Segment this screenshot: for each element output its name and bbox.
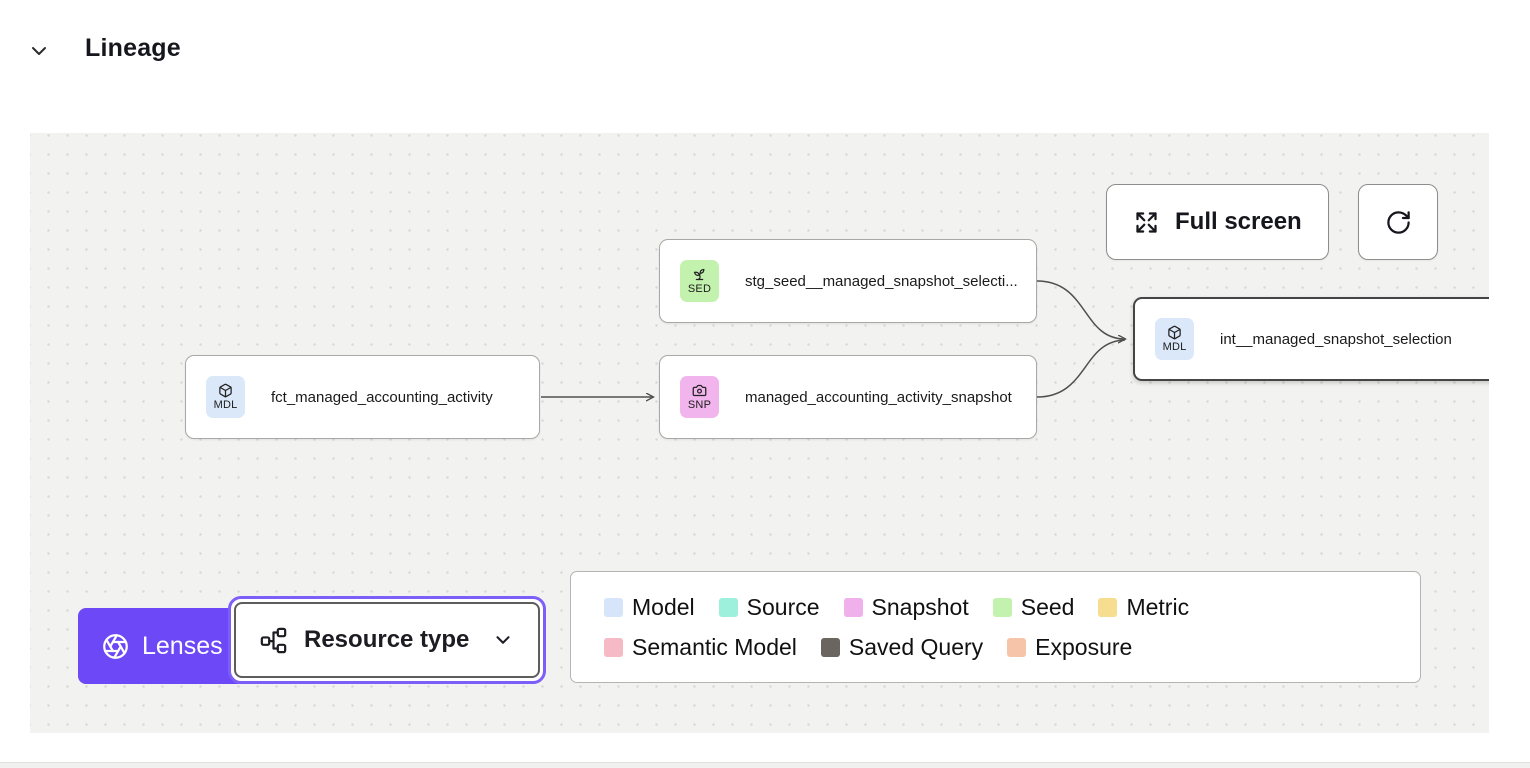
metric-swatch [1098,597,1118,617]
edge-snapshot-to-int [1036,339,1126,398]
lineage-canvas[interactable]: SED stg_seed__managed_snapshot_selecti..… [30,133,1489,733]
node-fct-managed-accounting-activity[interactable]: MDL fct_managed_accounting_activity [185,355,540,439]
legend-row-1: Model Source Snapshot Seed Metric [604,594,1387,621]
legend-item-semantic-model: Semantic Model [604,634,797,661]
cube-icon [1167,325,1182,340]
chevron-down-icon [492,629,514,651]
page-title: Lineage [85,34,181,62]
node-stg-seed-managed-snapshot-selection[interactable]: SED stg_seed__managed_snapshot_selecti..… [659,239,1037,323]
full-screen-button[interactable]: Full screen [1106,184,1329,260]
legend-item-metric: Metric [1098,594,1189,621]
cube-icon [218,383,233,398]
model-swatch [604,597,623,617]
seed-icon [692,267,707,282]
full-screen-label: Full screen [1175,208,1302,235]
snapshot-swatch [843,597,863,617]
seed-badge: SED [680,260,719,302]
edge-seed-to-int [1036,280,1125,339]
source-swatch [718,597,738,617]
saved-query-swatch [820,637,840,657]
legend-row-2: Semantic Model Saved Query Exposure [604,634,1387,661]
node-label: stg_seed__managed_snapshot_selecti... [745,272,1018,290]
lenses-label: Lenses [142,631,223,660]
graph-icon [260,627,287,654]
resource-type-dropdown[interactable]: Resource type [234,602,541,678]
aperture-icon [102,633,129,660]
badge-label: SED [687,282,712,295]
refresh-icon [1385,209,1412,236]
lenses-button[interactable]: Lenses [78,608,247,684]
model-badge: MDL [1155,318,1194,360]
legend-item-seed: Seed [992,594,1074,621]
resource-type-focus-ring: Resource type [228,596,547,684]
legend-item-exposure: Exposure [1007,634,1132,661]
semantic-model-swatch [604,637,623,657]
badge-label: MDL [1162,340,1187,353]
legend-item-model: Model [604,594,695,621]
badge-label: MDL [213,398,238,411]
collapse-chevron-icon[interactable] [27,39,51,63]
legend-item-snapshot: Snapshot [843,594,969,621]
badge-label: SNP [687,398,712,411]
node-label: int__managed_snapshot_selection [1220,330,1452,348]
legend-panel: Model Source Snapshot Seed Metric Semant… [570,571,1421,683]
node-managed-accounting-activity-snapshot[interactable]: SNP managed_accounting_activity_snapshot [659,355,1037,439]
node-label: managed_accounting_activity_snapshot [745,388,1012,406]
legend-item-source: Source [718,594,820,621]
refresh-button[interactable] [1358,184,1438,260]
node-label: fct_managed_accounting_activity [271,388,493,406]
model-badge: MDL [206,376,245,418]
node-int-managed-snapshot-selection[interactable]: MDL int__managed_snapshot_selection [1133,297,1489,381]
snapshot-badge: SNP [680,376,719,418]
seed-swatch [992,597,1012,617]
expand-icon [1133,209,1160,236]
legend-item-saved-query: Saved Query [820,634,983,661]
resource-type-label: Resource type [304,626,470,653]
exposure-swatch [1007,637,1027,657]
camera-icon [692,383,707,398]
next-section-divider [0,762,1530,768]
lineage-header: Lineage [0,0,1530,100]
